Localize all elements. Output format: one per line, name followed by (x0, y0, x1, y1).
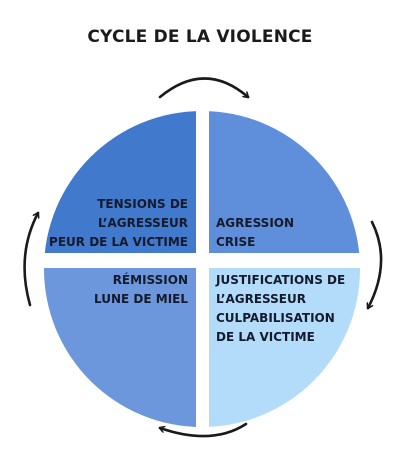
label-line: JUSTIFICATIONS DE (216, 273, 346, 287)
label-line: L’AGRESSEUR (216, 292, 306, 306)
label-line: CRISE (216, 235, 256, 249)
label-line: L’AGRESSEUR (98, 216, 188, 230)
quadrant-label-remission: RÉMISSION LUNE DE MIEL (94, 271, 188, 309)
quadrant-label-tensions: TENSIONS DE L’AGRESSEUR PEUR DE LA VICTI… (49, 195, 188, 252)
cycle-arrow-top-icon (158, 77, 248, 99)
label-line: RÉMISSION (112, 273, 188, 287)
label-line: CULPABILISATION (216, 311, 335, 325)
cycle-arrow-left-icon (23, 213, 38, 307)
label-line: DE LA VICTIME (216, 330, 315, 344)
quadrant-label-agression: AGRESSION CRISE (216, 214, 294, 252)
label-line: AGRESSION (216, 216, 295, 230)
quadrant-label-justifications: JUSTIFICATIONS DE L’AGRESSEUR CULPABILIS… (216, 271, 345, 347)
cycle-arrow-bottom-icon (160, 422, 248, 438)
label-line: PEUR DE LA VICTIME (49, 235, 188, 249)
diagram-title: CYCLE DE LA VIOLENCE (87, 27, 313, 47)
label-line: TENSIONS DE (97, 197, 188, 211)
label-line: LUNE DE MIEL (94, 292, 188, 306)
cycle-arrow-right-icon (368, 220, 383, 308)
